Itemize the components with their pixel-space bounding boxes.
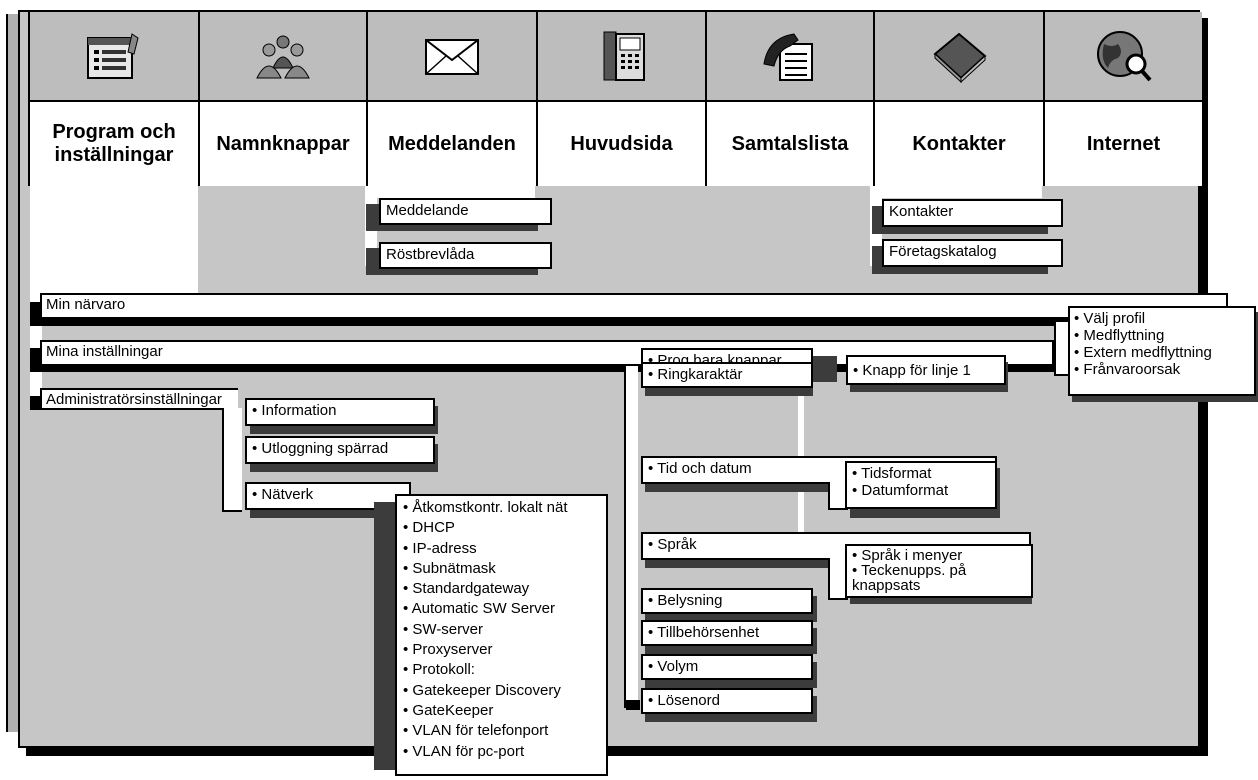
- menu-datumformat[interactable]: Datumformat: [852, 482, 990, 499]
- sprak-submenu: Språk i menyer Teckenupps. på knappsats: [845, 544, 1033, 598]
- narvaro-connector: [1054, 322, 1068, 376]
- natverk-item[interactable]: GateKeeper: [403, 701, 600, 721]
- menu-rostbrevlada[interactable]: Röstbrevlåda: [379, 242, 552, 269]
- tab-icon-meddelanden[interactable]: [368, 12, 538, 102]
- people-icon: [256, 35, 310, 79]
- natverk-item[interactable]: IP-adress: [403, 539, 600, 559]
- natverk-item[interactable]: Standardgateway: [403, 579, 600, 599]
- menu-medflyttning[interactable]: Medflyttning: [1074, 327, 1250, 344]
- volym-label: Volym: [657, 658, 699, 675]
- natverk-item[interactable]: Proxyserver: [403, 640, 600, 660]
- settings-list-icon: [87, 33, 139, 79]
- menu-franvaroorsak[interactable]: Frånvaroorsak: [1074, 361, 1250, 378]
- natverk-item[interactable]: Åtkomstkontr. lokalt nät: [403, 498, 600, 518]
- natverk-item[interactable]: VLAN för pc-port: [403, 742, 600, 762]
- sprak-connector: [828, 558, 848, 600]
- menu-tidsformat[interactable]: Tidsformat: [852, 465, 990, 482]
- menu-natverk[interactable]: • Nätverk: [245, 482, 411, 510]
- tab-icon-namnknappar[interactable]: [200, 12, 368, 102]
- menu-belysning[interactable]: • Belysning: [641, 588, 813, 614]
- admin-connector: [222, 408, 242, 512]
- natverk-item[interactable]: VLAN för telefonport: [403, 721, 600, 741]
- tab-icon-huvudsida[interactable]: [538, 12, 707, 102]
- menu-utloggning-sparrad[interactable]: • Utloggning spärrad: [245, 436, 435, 464]
- row-min-narvaro[interactable]: Min närvaro: [40, 293, 1228, 319]
- natverk-submenu: Åtkomstkontr. lokalt nätDHCPIP-adressSub…: [395, 494, 608, 776]
- tid-connector: [828, 482, 848, 510]
- ring-label: Ringkaraktär: [657, 366, 743, 383]
- row-admin[interactable]: Administratörsinställningar: [40, 388, 238, 410]
- menu-valj-profil[interactable]: Välj profil: [1074, 310, 1250, 327]
- tab-program[interactable]: Program och inställningar: [30, 102, 200, 186]
- tab-kontakter[interactable]: Kontakter: [875, 102, 1045, 186]
- menu-teckenupps[interactable]: Teckenupps. på knappsats: [852, 563, 992, 593]
- knapp-label: Knapp för linje 1: [862, 362, 971, 379]
- row-mina-installningar[interactable]: Mina inställningar: [40, 340, 1054, 366]
- information-label: Information: [261, 402, 337, 419]
- address-book-icon: [933, 32, 987, 84]
- utloggning-label: Utloggning spärrad: [261, 440, 389, 457]
- natverk-label: Nätverk: [261, 486, 314, 503]
- natverk-item[interactable]: Automatic SW Server: [403, 599, 600, 619]
- globe-magnifier-icon: [1096, 31, 1151, 82]
- menu-ringkaraktar[interactable]: • Ringkaraktär: [641, 362, 813, 388]
- tab-header: Program och inställningar Namnknappar Me…: [28, 10, 1202, 186]
- natverk-item[interactable]: SW-server: [403, 620, 600, 640]
- tab-huvudsida[interactable]: Huvudsida: [538, 102, 707, 186]
- menu-tillbehorsenhet[interactable]: • Tillbehörsenhet: [641, 620, 813, 646]
- natverk-item[interactable]: Protokoll:: [403, 660, 600, 680]
- menu-kontakter[interactable]: Kontakter: [882, 199, 1063, 227]
- menu-foretagskatalog[interactable]: Företagskatalog: [882, 239, 1063, 267]
- natverk-list: Åtkomstkontr. lokalt nätDHCPIP-adressSub…: [403, 498, 600, 762]
- tab-meddelanden[interactable]: Meddelanden: [368, 102, 538, 186]
- left-edge-shadow: [6, 14, 20, 732]
- tab-namnknappar[interactable]: Namnknappar: [200, 102, 368, 186]
- kontakter-column-area: [870, 186, 1042, 198]
- natverk-item[interactable]: DHCP: [403, 518, 600, 538]
- tab-icon-samtalslista[interactable]: [707, 12, 875, 102]
- tab-samtalslista[interactable]: Samtalslista: [707, 102, 875, 186]
- menu-sprak-i-menyer[interactable]: Språk i menyer: [852, 548, 1026, 563]
- natverk-item[interactable]: Gatekeeper Discovery: [403, 681, 600, 701]
- mina-connector: [624, 366, 638, 708]
- natverk-item[interactable]: Subnätmask: [403, 559, 600, 579]
- menu-volym[interactable]: • Volym: [641, 654, 813, 680]
- menu-knapp-linje-1[interactable]: • Knapp för linje 1: [846, 355, 1006, 385]
- menu-information[interactable]: • Information: [245, 398, 435, 426]
- menu-losenord[interactable]: • Lösenord: [641, 688, 813, 714]
- narvaro-submenu: Välj profil Medflyttning Extern medflytt…: [1068, 306, 1256, 396]
- losenord-label: Lösenord: [657, 692, 720, 709]
- tid-label: Tid och datum: [657, 460, 752, 477]
- meddelanden-column-area: [365, 186, 535, 198]
- menu-meddelande[interactable]: Meddelande: [379, 198, 552, 225]
- menu-extern-medflyttning[interactable]: Extern medflyttning: [1074, 344, 1250, 361]
- mina-connector-end: [626, 700, 640, 710]
- belysning-label: Belysning: [657, 592, 723, 609]
- tab-internet[interactable]: Internet: [1045, 102, 1202, 186]
- desk-phone-icon: [603, 31, 645, 81]
- tab-icon-kontakter[interactable]: [875, 12, 1045, 102]
- program-column-area: [30, 186, 198, 296]
- tid-submenu: Tidsformat Datumformat: [845, 461, 997, 509]
- tillbehor-label: Tillbehörsenhet: [657, 624, 760, 641]
- sprak-label: Språk: [657, 536, 697, 553]
- envelope-icon: [425, 39, 479, 75]
- handset-list-icon: [763, 33, 813, 81]
- tab-icon-program[interactable]: [30, 12, 200, 102]
- tab-icon-internet[interactable]: [1045, 12, 1202, 102]
